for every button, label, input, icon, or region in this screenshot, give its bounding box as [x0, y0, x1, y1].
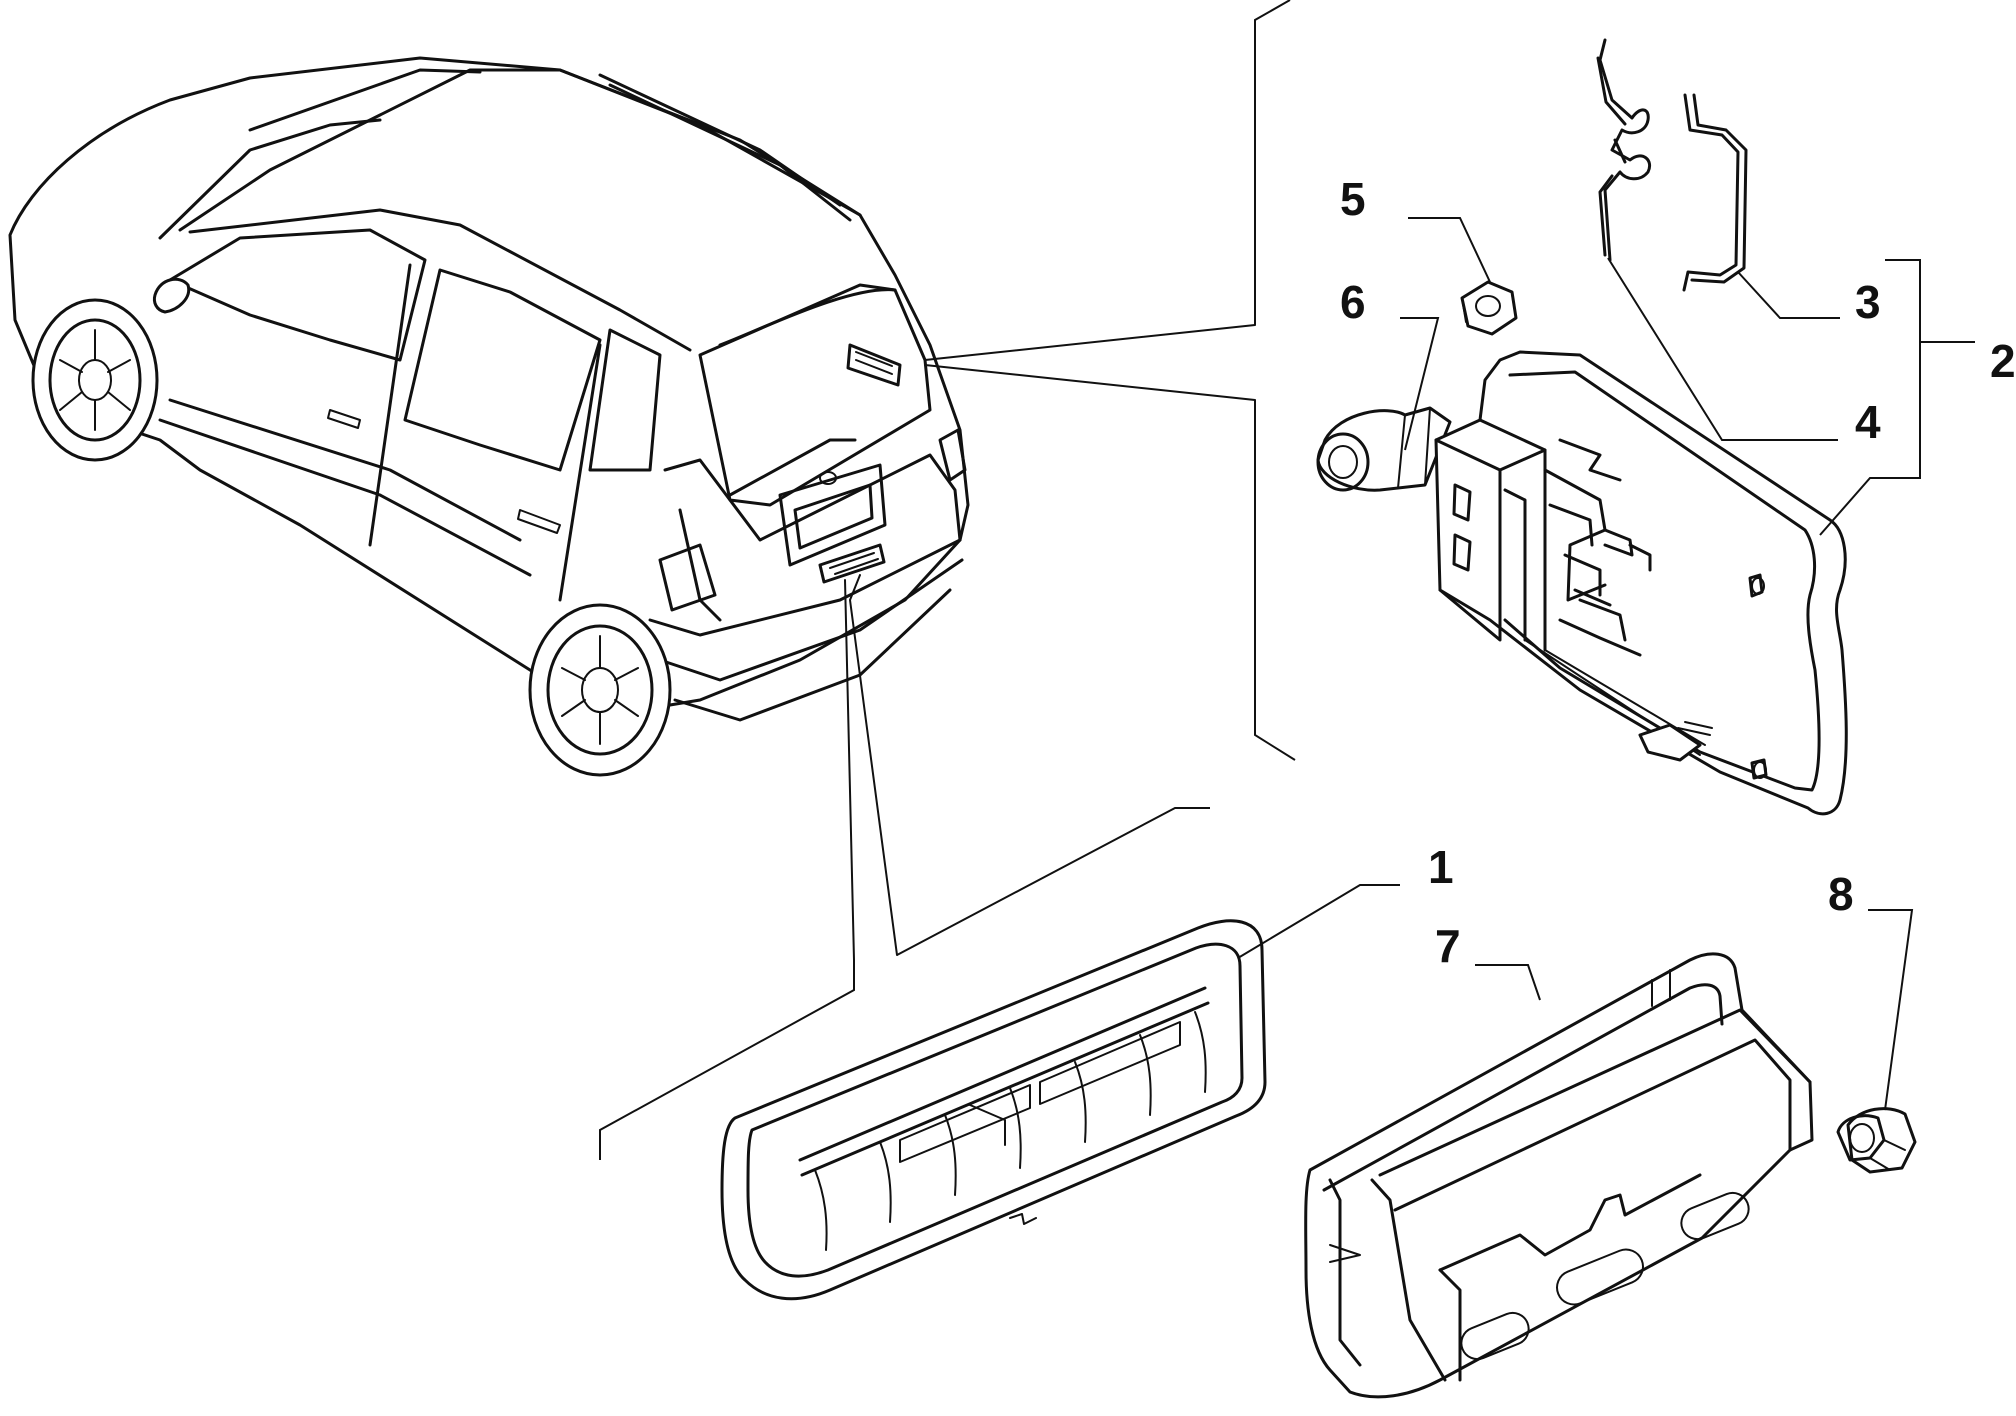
- wire-clip-part-4: [1596, 38, 1651, 262]
- cover-part-7: [1304, 952, 1814, 1399]
- callout-8: 8: [1828, 868, 1854, 920]
- callout-1: 1: [1428, 841, 1454, 893]
- callout-5: 5: [1340, 173, 1366, 225]
- car-leader-lines: [599, 0, 1296, 1160]
- nut-part-8: [1836, 1107, 1917, 1174]
- nut-part-5: [1460, 280, 1518, 336]
- light-lens-part-1: [720, 919, 1267, 1301]
- callout-3: 3: [1855, 276, 1881, 328]
- car-illustration: [8, 56, 970, 777]
- callout-leader-lines: [1237, 217, 1975, 1111]
- housing-part-2: [1434, 350, 1848, 816]
- callout-2: 2: [1990, 335, 2016, 387]
- wire-clip-part-3: [1682, 93, 1748, 292]
- callout-4: 4: [1855, 396, 1881, 448]
- callout-6: 6: [1340, 276, 1366, 328]
- callout-7: 7: [1435, 920, 1461, 972]
- grommet-part-6: [1316, 406, 1452, 492]
